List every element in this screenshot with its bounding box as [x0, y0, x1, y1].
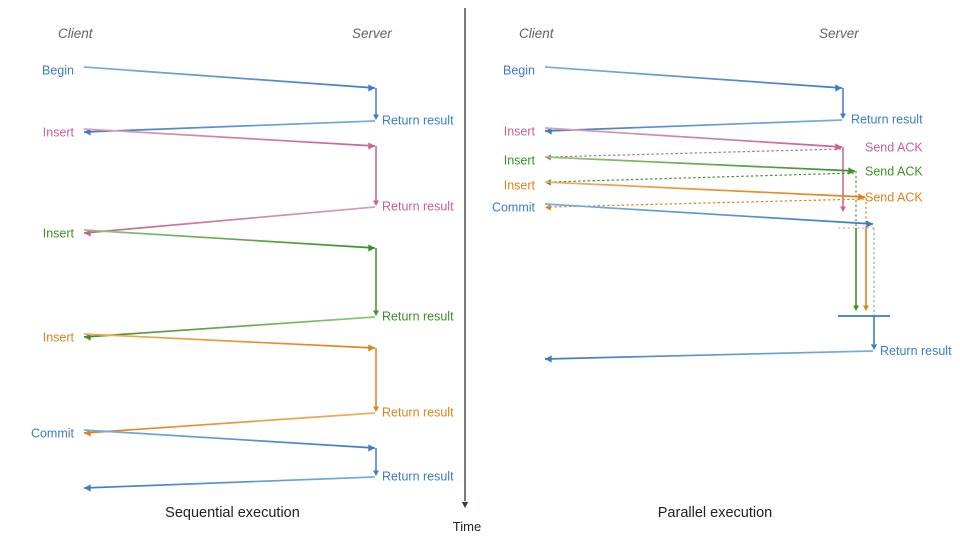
sequential-reply-label-3: Return result [382, 406, 454, 420]
parallel-ack-return-1 [548, 172, 855, 183]
parallel-commit-activation-head [870, 344, 878, 350]
parallel-commit-request-arrow-head [866, 220, 873, 228]
sequential-request-label-2: Insert [43, 227, 75, 241]
parallel-caption-text: Parallel execution [657, 505, 773, 521]
parallel-commit-reply-arrow-head [545, 355, 552, 363]
sequential-activation-end-head-4 [373, 470, 379, 476]
parallel-commit-label: Commit [492, 201, 536, 215]
sequential-request-label-4: Commit [31, 427, 75, 441]
parallel-server-work-head-0 [840, 206, 846, 212]
sequential-request-3-arrow-line [83, 333, 376, 349]
sequential-client-role-label: Client [58, 26, 94, 41]
sequential-reply-0-arrow-line [83, 120, 376, 133]
sequential-activation-end-head-0 [373, 114, 379, 120]
parallel-send-ack-label-0: Send ACK [865, 141, 923, 155]
parallel-send-ack-label-2: Send ACK [865, 191, 923, 205]
parallel-insert-request-1-arrow-line [544, 156, 856, 172]
parallel-client-role-label: Client [519, 26, 555, 41]
parallel-begin-reply-label: Return result [851, 113, 923, 127]
parallel-server-role-label: Server [819, 26, 859, 41]
sequential-request-1-arrow-head [368, 142, 375, 150]
parallel-ack-return-0 [548, 148, 842, 158]
sequential-activation-end-head-1 [373, 200, 379, 206]
parallel-send-ack-label-1: Send ACK [865, 165, 923, 179]
sequential-reply-4-arrow-line [83, 476, 376, 489]
time-axis-label: Time [440, 518, 494, 536]
parallel-ack-return-head-2 [545, 204, 551, 211]
sequential-caption: Sequential execution [0, 504, 465, 522]
sequential-reply-3-arrow-line [83, 412, 376, 434]
parallel-insert-request-0-arrow-line [544, 127, 843, 148]
parallel-insert-label-1: Insert [504, 154, 536, 168]
sequential-reply-label-0: Return result [382, 114, 454, 128]
sequential-reply-2-arrow-head [84, 333, 91, 341]
sequential-request-4-arrow-line [83, 429, 376, 449]
sequential-request-0-arrow-line [83, 66, 376, 89]
sequential-request-3-arrow-head [368, 344, 375, 352]
sequential-activation-end-head-3 [373, 406, 379, 412]
sequential-request-4-arrow-head [368, 444, 375, 452]
sequential-request-0-arrow-head [368, 84, 375, 92]
sequential-reply-4-arrow-head [84, 484, 91, 492]
sequential-reply-label-2: Return result [382, 310, 454, 324]
parallel-server-work-head-1 [853, 305, 859, 311]
parallel-commit-reply-label: Return result [880, 344, 952, 358]
parallel-insert-request-1-arrow-head [848, 167, 855, 175]
sequential-server-role-label: Server [352, 26, 392, 41]
sequential-reply-3-arrow-head [84, 429, 91, 437]
parallel-begin-label: Begin [503, 64, 535, 78]
parallel-insert-request-0-arrow-head [835, 143, 842, 151]
parallel-caption: Parallel execution [470, 504, 960, 522]
sequential-request-1-arrow-line [83, 128, 376, 147]
parallel-insert-label-2: Insert [504, 179, 536, 193]
sequential-reply-1-arrow-line [83, 206, 376, 234]
parallel-begin-reply-arrow-head [545, 127, 552, 135]
parallel-begin-reply-arrow-line [544, 119, 843, 132]
sequential-request-label-0: Begin [42, 64, 74, 78]
parallel-commit-request-arrow-line [544, 203, 874, 225]
sequential-reply-label-1: Return result [382, 200, 454, 214]
sequential-reply-2-arrow-line [83, 316, 376, 338]
sequential-request-label-3: Insert [43, 331, 75, 345]
sequential-request-2-arrow-head [368, 244, 375, 252]
sequential-request-label-1: Insert [43, 126, 75, 140]
parallel-begin-request-arrow-head [835, 84, 842, 92]
sequential-request-2-arrow-line [83, 229, 376, 249]
parallel-insert-label-0: Insert [504, 125, 536, 139]
parallel-commit-reply-arrow-line [544, 350, 874, 360]
time-label-text: Time [452, 519, 482, 534]
sequential-caption-text: Sequential execution [165, 505, 300, 521]
parallel-insert-request-2-arrow-head [858, 193, 865, 201]
sequential-reply-0-arrow-head [84, 128, 91, 136]
parallel-insert-request-2-arrow-line [544, 181, 866, 198]
sequential-activation-end-head-2 [373, 310, 379, 316]
parallel-server-work-head-2 [863, 305, 869, 311]
sequential-reply-1-arrow-head [84, 229, 91, 237]
sequential-reply-label-4: Return result [382, 470, 454, 484]
time-axis-arrow-head [461, 501, 469, 508]
parallel-begin-request-arrow-line [544, 66, 843, 89]
parallel-begin-activation-head [840, 113, 846, 119]
parallel-ack-return-2 [548, 198, 865, 208]
